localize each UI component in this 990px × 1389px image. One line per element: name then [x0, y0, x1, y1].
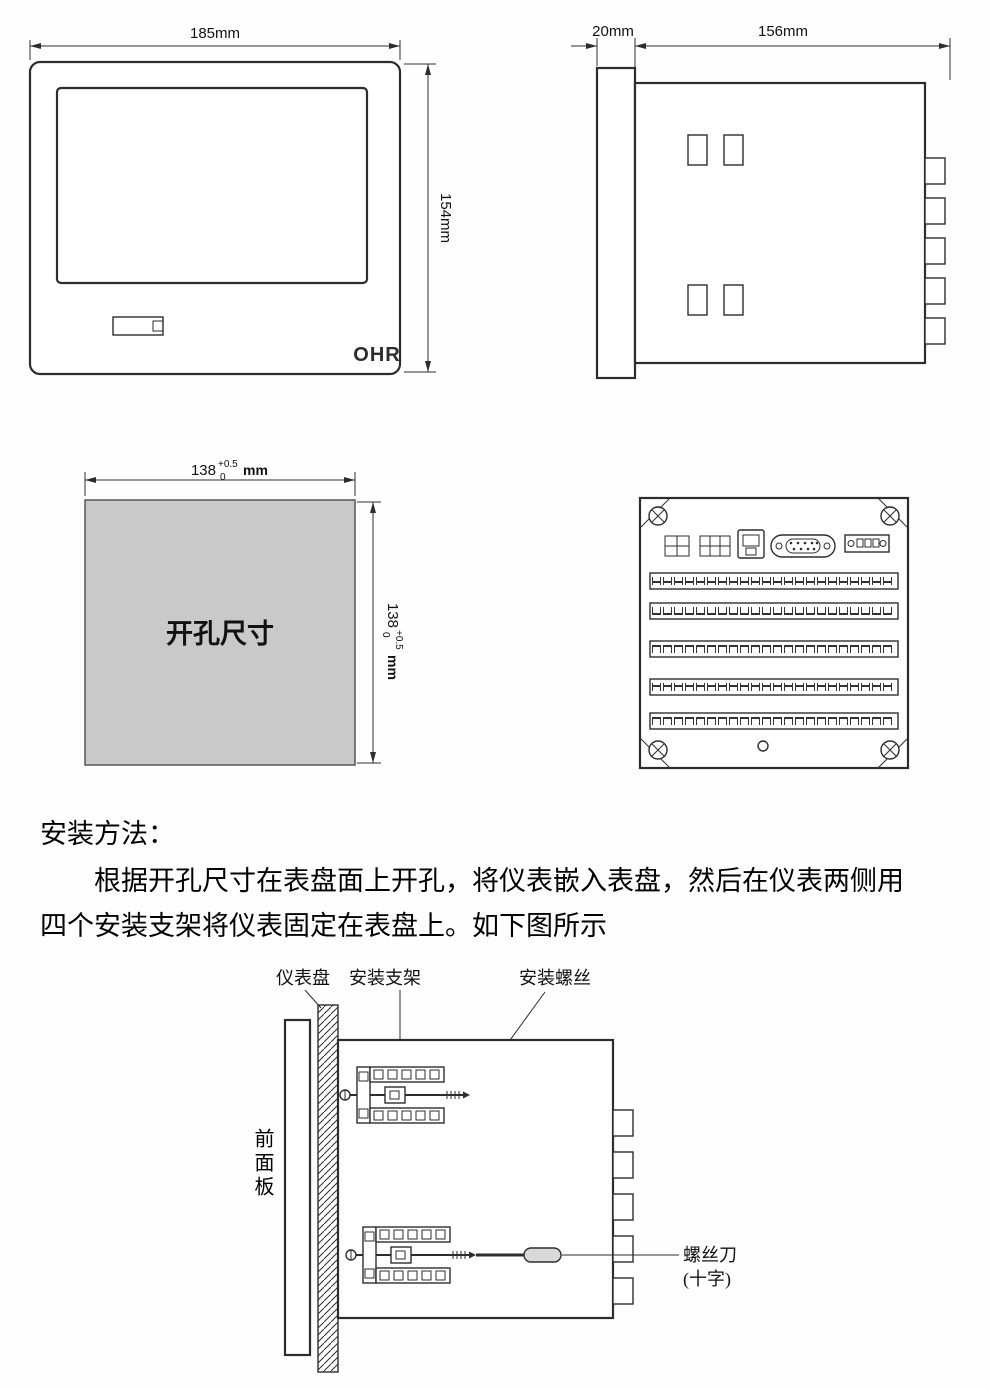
- front-height-dimension: 154mm: [404, 63, 454, 373]
- cutout-height-dimension: 138 +0.5 0 mm: [357, 501, 404, 764]
- instructions-heading: 安装方法：: [40, 819, 175, 849]
- side-dimensions: 20mm 156mm: [571, 23, 951, 80]
- rj45-port-icon: [737, 529, 765, 559]
- installation-instructions: 安装方法： 根据开孔尺寸在表盘面上开孔，将仪表嵌入表盘，然后在仪表两侧用四个安装…: [40, 812, 930, 948]
- screwdriver-handle: [523, 1247, 562, 1263]
- front-width-label: 185mm: [190, 25, 240, 42]
- terminal-strip: [651, 645, 893, 653]
- ground-hole: [757, 740, 769, 752]
- cutout-height-tol-plus: +0.5: [393, 630, 404, 650]
- connector-row: [664, 529, 890, 559]
- corner-screw-icon: [648, 740, 668, 760]
- cutout-square: [84, 499, 356, 766]
- mounting-panel: [317, 1004, 339, 1373]
- vent-holes: [687, 134, 744, 316]
- panel-label: 仪表盘: [276, 968, 330, 988]
- side-view-drawing: 20mm 156mm: [571, 23, 951, 380]
- side-case-body: [633, 81, 927, 365]
- screwdriver-type-label: (十字): [683, 1269, 731, 1290]
- terminal-hooks: [924, 157, 946, 345]
- cutout-width-dimension: 138 +0.5 0 mm: [84, 459, 356, 496]
- cutout-height-tol-minus: 0: [380, 632, 391, 638]
- terminal-hooks: [612, 1109, 634, 1305]
- corner-screw-icon: [880, 740, 900, 760]
- cutout-width-value: 138: [191, 462, 216, 479]
- db9-port-icon: [770, 534, 836, 558]
- depth-label: 156mm: [758, 23, 808, 40]
- power-terminal-icon: [844, 534, 890, 553]
- corner-screw-icon: [648, 506, 668, 526]
- cutout-height-unit: mm: [385, 655, 401, 680]
- brand-logo: OHR: [353, 344, 400, 366]
- front-panel-label: 前面板: [251, 1128, 273, 1200]
- cutout-width-tol-minus: 0: [220, 472, 226, 483]
- cutout-height-value: 138: [384, 603, 401, 628]
- terminal-block-icon: [699, 535, 731, 557]
- cutout-title: 开孔尺寸: [166, 619, 274, 649]
- installation-drawing: 仪表盘 安装支架 安装螺丝 螺丝刀 (十字): [276, 968, 737, 1373]
- screwdriver-label: 螺丝刀: [683, 1245, 737, 1265]
- side-bezel: [595, 66, 637, 380]
- terminal-strip: [651, 683, 893, 691]
- terminal-strip: [651, 607, 893, 615]
- corner-screw-icon: [880, 506, 900, 526]
- terminal-strips: [649, 572, 899, 730]
- cutout-width-unit: mm: [243, 462, 268, 478]
- front-width-dimension: 185mm: [29, 25, 401, 60]
- screw-label: 安装螺丝: [519, 968, 591, 988]
- rear-view-drawing: [638, 496, 910, 770]
- terminal-strip: [651, 577, 893, 585]
- front-panel: [283, 1018, 312, 1357]
- front-port-slot-icon: [112, 316, 164, 336]
- bezel-width-label: 20mm: [592, 23, 634, 40]
- front-height-label: 154mm: [437, 193, 454, 243]
- terminal-strip: [651, 717, 893, 725]
- instructions-paragraph: 根据开孔尺寸在表盘面上开孔，将仪表嵌入表盘，然后在仪表两侧用四个安装支架将仪表固…: [40, 866, 904, 941]
- cutout-drawing: 138 +0.5 0 mm 开孔尺寸 138 +0.5 0 mm: [84, 459, 404, 766]
- front-screen: [55, 86, 369, 285]
- screwdriver: [476, 1247, 562, 1263]
- front-view-drawing: 185mm OHR 154mm: [28, 25, 454, 376]
- bracket-label: 安装支架: [349, 968, 421, 988]
- cutout-width-tol-plus: +0.5: [218, 459, 238, 470]
- terminal-block-icon: [664, 535, 690, 557]
